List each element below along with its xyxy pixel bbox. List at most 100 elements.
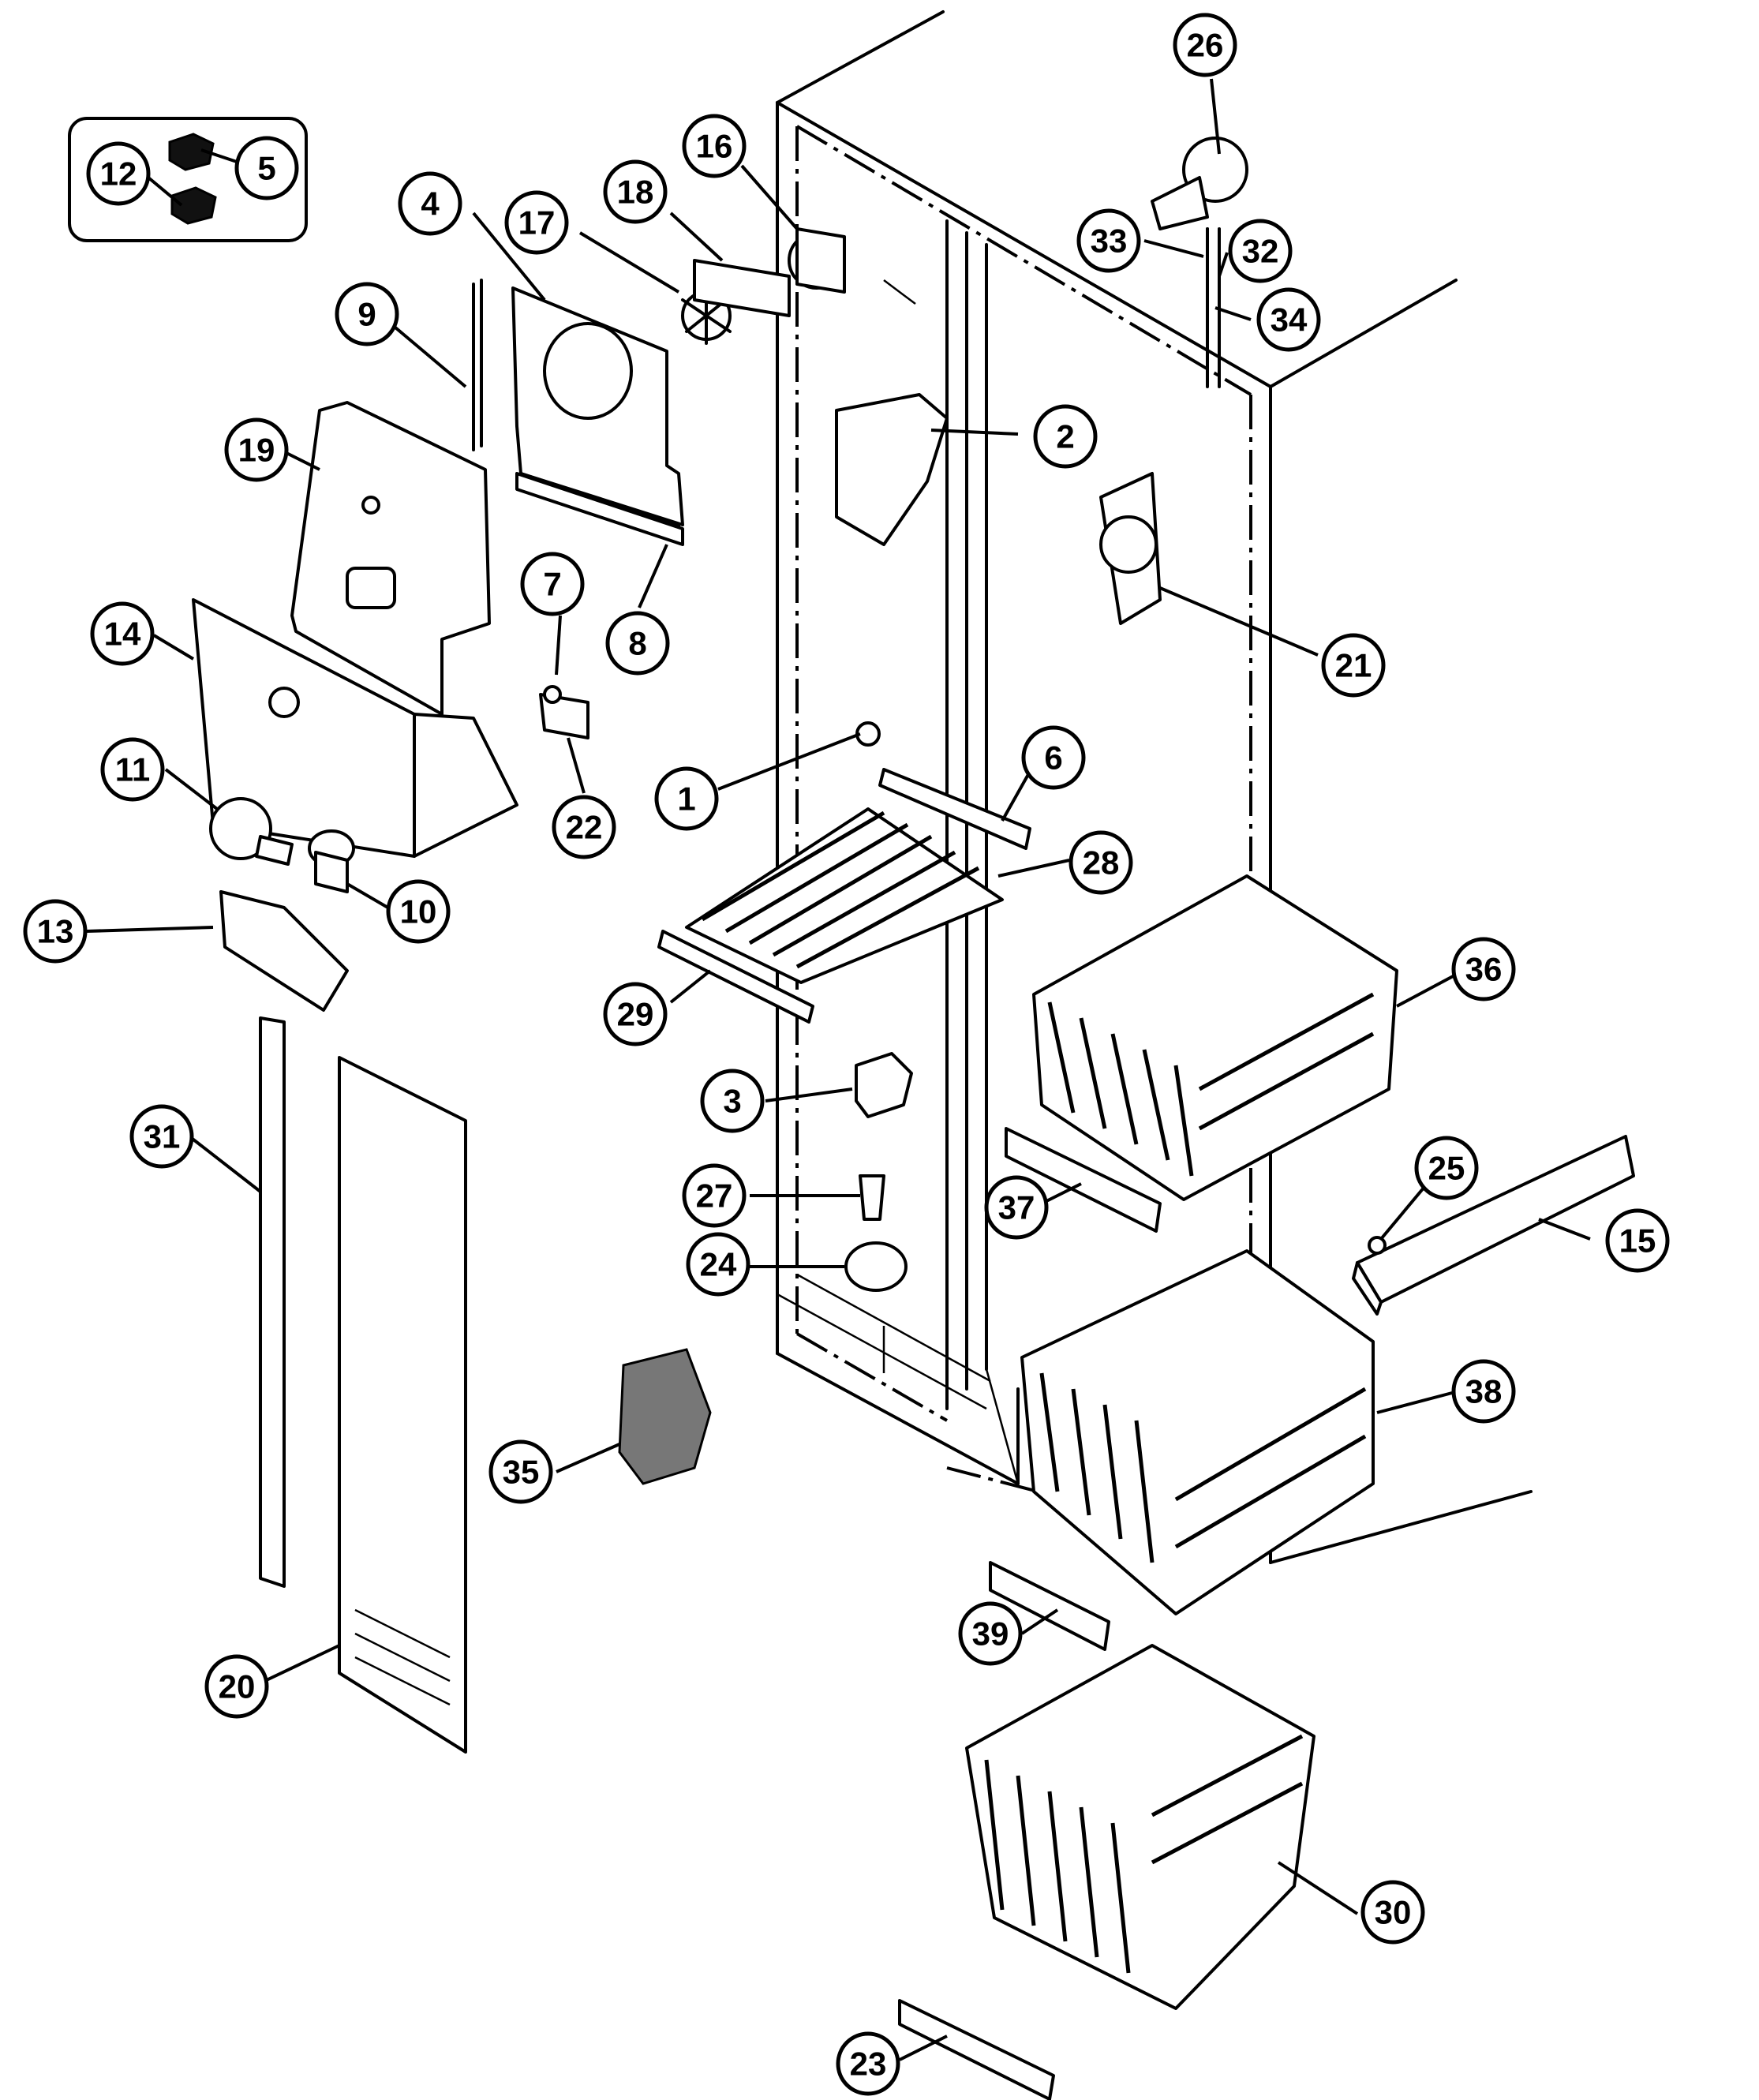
callout-26: 26	[1173, 13, 1237, 77]
callout-12: 12	[86, 141, 151, 206]
part-22-clip	[539, 685, 589, 739]
part-1-plug	[855, 721, 881, 747]
callout-31-label: 31	[144, 1118, 181, 1155]
callout-18: 18	[603, 159, 668, 224]
callout-23-label: 23	[850, 2046, 887, 2083]
callout-35: 35	[488, 1439, 553, 1504]
callout-21-label: 21	[1335, 647, 1372, 684]
callout-25-label: 25	[1428, 1150, 1465, 1187]
fan-motor-assembly	[681, 227, 846, 345]
part-29-strip	[657, 930, 814, 1024]
part-23-strip	[898, 1999, 1055, 2100]
callout-2-label: 2	[1056, 418, 1074, 455]
part-35-shroud	[618, 1348, 712, 1485]
part-21-housing	[1099, 472, 1162, 625]
callout-4-label: 4	[421, 185, 440, 223]
callout-30: 30	[1360, 1880, 1425, 1945]
callout-6: 6	[1021, 725, 1086, 790]
part-4-fan-bracket	[511, 286, 684, 538]
callout-13: 13	[23, 899, 88, 964]
callout-2: 2	[1033, 404, 1098, 469]
callout-7: 7	[520, 552, 585, 616]
callout-12-label: 12	[100, 155, 137, 193]
callout-26-label: 26	[1187, 27, 1224, 64]
callout-34: 34	[1256, 287, 1321, 352]
callout-9: 9	[335, 282, 399, 346]
callout-22-label: 22	[566, 809, 603, 846]
callout-21: 21	[1321, 633, 1386, 698]
callout-22: 22	[552, 795, 616, 859]
part-31-trim	[259, 1016, 286, 1588]
callout-1: 1	[654, 766, 719, 831]
callout-14-label: 14	[104, 616, 141, 653]
callout-28: 28	[1068, 830, 1133, 895]
callout-5: 5	[234, 136, 299, 200]
callout-13-label: 13	[37, 913, 74, 950]
part-11-bulb	[209, 797, 294, 866]
callout-29: 29	[603, 982, 668, 1046]
callout-36: 36	[1451, 937, 1516, 1001]
callout-33: 33	[1076, 208, 1141, 273]
callout-14: 14	[90, 601, 155, 666]
callout-15-label: 15	[1619, 1222, 1656, 1260]
callout-19: 19	[224, 417, 289, 482]
callout-32-label: 32	[1242, 233, 1279, 270]
part-25-screw	[1368, 1236, 1387, 1255]
callout-11: 11	[100, 737, 165, 802]
callout-34-label: 34	[1271, 301, 1308, 339]
part-26-valve	[1151, 137, 1248, 388]
callout-32: 32	[1228, 219, 1293, 283]
part-13-light-cover	[219, 890, 349, 1012]
callout-19-label: 19	[238, 432, 275, 469]
part-9-rod	[472, 279, 483, 451]
callout-17-label: 17	[518, 204, 556, 241]
callout-30-label: 30	[1375, 1894, 1412, 1931]
callout-1-label: 1	[677, 780, 695, 818]
callout-20-label: 20	[219, 1668, 256, 1705]
part-28-wire-shelf	[685, 807, 1004, 984]
callout-8: 8	[605, 611, 670, 676]
callout-20: 20	[204, 1654, 269, 1719]
callout-39-label: 39	[972, 1615, 1009, 1653]
part-38-middle-basket	[1020, 1249, 1375, 1615]
part-36-upper-basket	[1032, 874, 1398, 1201]
callout-15: 15	[1605, 1208, 1670, 1273]
callout-27-label: 27	[696, 1177, 733, 1215]
callout-24-label: 24	[700, 1246, 737, 1283]
callout-29-label: 29	[617, 996, 654, 1033]
callout-17: 17	[504, 190, 569, 255]
callout-37-label: 37	[998, 1189, 1035, 1226]
callout-5-label: 5	[257, 150, 275, 187]
callout-39: 39	[958, 1601, 1023, 1666]
part-15-rail	[1352, 1135, 1635, 1316]
callout-4: 4	[398, 171, 462, 236]
callout-31: 31	[129, 1104, 194, 1169]
callout-27: 27	[682, 1163, 747, 1228]
callout-25: 25	[1414, 1136, 1479, 1200]
callout-37: 37	[984, 1175, 1049, 1240]
callout-11-label: 11	[115, 751, 150, 788]
callout-23: 23	[836, 2031, 900, 2096]
part-20-panel	[338, 1056, 467, 1754]
part-37-strip	[1005, 1127, 1162, 1233]
part-3-cup	[855, 1052, 913, 1118]
part-27-pin	[859, 1174, 885, 1221]
callout-18-label: 18	[617, 174, 654, 211]
part-19-cover	[290, 401, 491, 716]
part-30-lower-basket	[965, 1644, 1316, 2010]
callout-9-label: 9	[357, 296, 376, 333]
callout-16: 16	[682, 114, 747, 178]
callout-38: 38	[1451, 1359, 1516, 1424]
callout-10: 10	[386, 879, 451, 944]
part-24-knob	[844, 1241, 908, 1292]
part-10-socket	[308, 829, 355, 893]
callout-10-label: 10	[400, 893, 437, 930]
part-8-strip	[515, 472, 684, 546]
callout-3: 3	[700, 1069, 765, 1133]
callout-33-label: 33	[1091, 223, 1128, 260]
part-2-guide	[835, 393, 949, 546]
part-14-panel	[192, 598, 518, 858]
callout-28-label: 28	[1083, 844, 1120, 882]
part-39-strip	[989, 1561, 1110, 1651]
